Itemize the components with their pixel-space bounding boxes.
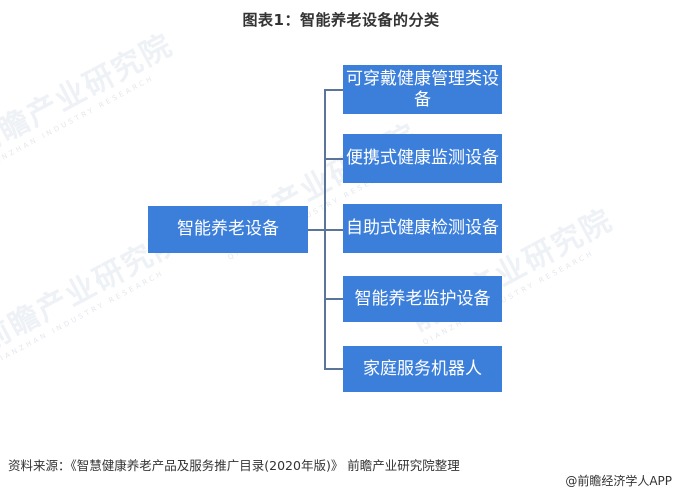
child-node-label: 自助式健康检测设备 — [346, 218, 499, 238]
root-node-label: 智能养老设备 — [177, 219, 279, 239]
chart-title: 图表1：智能养老设备的分类 — [242, 11, 440, 29]
child-node-label: 可穿戴健康管理类设备 — [346, 68, 499, 110]
child-node-wearable: 可穿戴健康管理类设备 — [343, 65, 502, 114]
connector-branch-5 — [324, 368, 343, 370]
root-node: 智能养老设备 — [148, 206, 308, 253]
child-node-robot: 家庭服务机器人 — [343, 346, 502, 392]
child-node-portable: 便携式健康监测设备 — [343, 134, 502, 183]
connector-branch-3 — [324, 229, 343, 231]
connector-branch-4 — [324, 298, 343, 300]
source-note: 资料来源：《智慧健康养老产品及服务推广目录(2020年版)》 前瞻产业研究院整理 — [8, 458, 460, 473]
child-node-self-service: 自助式健康检测设备 — [343, 204, 502, 253]
child-node-label: 智能养老监护设备 — [354, 288, 491, 309]
connector-root — [308, 229, 325, 231]
connector-branch-2 — [324, 158, 343, 160]
credit-label: @前瞻经济学人APP — [565, 474, 672, 488]
connector-branch-1 — [324, 89, 343, 91]
child-node-monitoring: 智能养老监护设备 — [343, 276, 502, 322]
child-node-label: 便携式健康监测设备 — [346, 148, 499, 168]
child-node-label: 家庭服务机器人 — [363, 358, 482, 379]
